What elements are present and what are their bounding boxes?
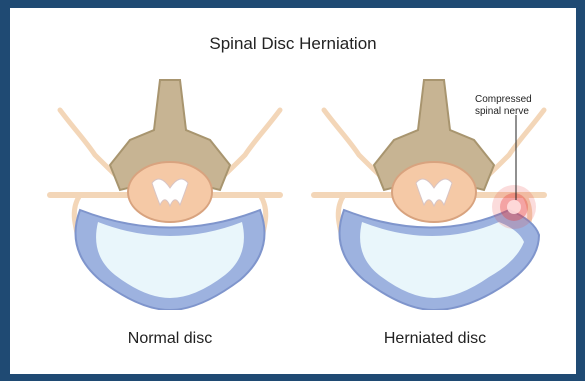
callout-line-2: spinal nerve — [475, 106, 532, 118]
diagram-frame: Spinal Disc Herniation — [10, 8, 576, 374]
normal-disc-caption: Normal disc — [50, 330, 290, 348]
compressed-nerve-callout: Compressed spinal nerve — [475, 94, 532, 118]
herniated-disc-caption: Herniated disc — [315, 330, 555, 348]
normal-disc-panel — [40, 70, 300, 310]
normal-disc-illustration — [40, 70, 300, 310]
diagram-title: Spinal Disc Herniation — [10, 34, 576, 54]
callout-line-1: Compressed — [475, 94, 532, 106]
